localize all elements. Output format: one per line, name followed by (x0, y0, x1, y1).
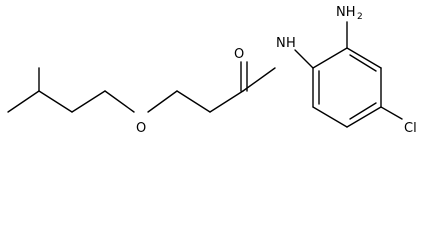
ether-oxygen-label: O (136, 121, 146, 136)
bond-ch2-ch2 (71, 90, 106, 113)
amide-nitrogen-label: N (276, 36, 286, 51)
bond-ch2-ch2-b (176, 90, 211, 113)
bond-ch2-ether-o (104, 90, 135, 113)
ring-bond-2 (346, 47, 382, 69)
ring-bond-1 (312, 47, 348, 69)
benzene-ring (312, 47, 382, 128)
carbonyl-oxygen-label: O (234, 47, 244, 62)
chlorine-label: Cl (404, 121, 417, 136)
ring-bond-5 (312, 106, 348, 128)
bond-ether-o-ch2 (147, 90, 178, 113)
amide-hydrogen-label: H (286, 36, 296, 51)
ring-inner-bond-a (349, 54, 377, 72)
bond-methyl-left (7, 90, 40, 113)
isopentyl-group (7, 67, 135, 113)
bond-ring-chlorine (380, 106, 403, 120)
amine-label: NH (336, 5, 356, 20)
bond-carbonyl-n (242, 67, 276, 92)
amine-subscript: 2 (357, 12, 363, 22)
ring-bond-4 (346, 106, 382, 128)
chemical-structure-diagram: O O N H NH 2 Cl (7, 5, 417, 136)
butanoyl-chain (147, 61, 276, 113)
bond-ch2-carbonyl (209, 90, 244, 113)
bond-n-ring (294, 49, 314, 69)
ring-inner-bond-b (349, 102, 377, 120)
bond-branch-ch2 (38, 90, 73, 113)
